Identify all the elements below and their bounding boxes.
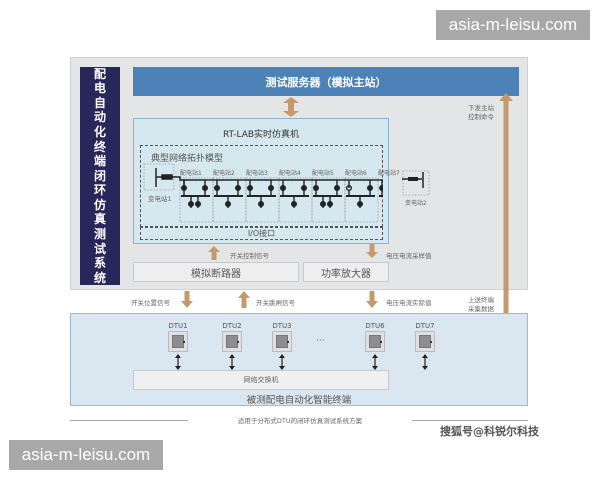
- server-rtlab-double-arrow-icon: [283, 97, 299, 117]
- station-label-2: 配电站2: [213, 170, 235, 177]
- dtu-link-double-arrow-icon: [175, 354, 181, 370]
- dtu-label: DTU6: [365, 322, 385, 330]
- switch-trip-up-arrow-icon: [238, 291, 250, 308]
- sidebar-char: 环: [93, 183, 106, 198]
- switch-control-signal-label: 开关控制信号: [230, 252, 269, 260]
- upload-data-label-1: 上送终端: [468, 296, 494, 304]
- station-label-4: 配电站4: [279, 170, 301, 177]
- network-topology-diagram: [143, 163, 383, 223]
- power-amplifier-box: 功率放大器: [303, 262, 389, 282]
- sidebar-char: 仿: [93, 197, 106, 212]
- topology-title: 典型网络拓扑模型: [151, 154, 224, 164]
- watermark-top-right: asia-m-leisu.com: [436, 10, 590, 40]
- sidebar-char: 闭: [93, 168, 106, 183]
- vi-actual-down-arrow-icon: [366, 291, 378, 308]
- test-server-bar: 测试服务器（模拟主站）: [133, 67, 519, 96]
- vi-sample-label: 电压电流采样值: [386, 252, 432, 260]
- dtu-device-icon: [222, 331, 242, 352]
- figure-caption: 适用于分布式DTU的闭环仿真测试系统方案: [237, 417, 363, 425]
- substation-2-icon: [402, 170, 430, 196]
- dtu-label: DTU7: [415, 322, 435, 330]
- station-label-6: 配电站6: [345, 170, 367, 177]
- switch-trip-signal-label: 开关跳闸信号: [256, 299, 295, 307]
- test-server-title: 测试服务器（模拟主站）: [265, 75, 387, 89]
- sidebar-char: 终: [93, 139, 106, 154]
- switch-control-up-arrow-icon: [208, 246, 220, 260]
- source-credit: 搜狐号@科锐尔科技: [440, 425, 539, 438]
- down-command-label-1: 下发主站: [468, 104, 494, 112]
- sidebar-char: 化: [93, 124, 106, 139]
- power-amplifier-label: 功率放大器: [321, 268, 371, 280]
- rtlab-title: RT-LAB实时仿真机: [222, 130, 300, 140]
- sidebar-char: 真: [93, 212, 106, 227]
- network-switch-label: 网络交换机: [243, 376, 279, 384]
- switch-position-down-arrow-icon: [181, 291, 193, 308]
- dtu-link-double-arrow-icon: [279, 354, 285, 370]
- dtu-device-icon: [168, 331, 188, 352]
- dtu-link-double-arrow-icon: [229, 354, 235, 370]
- down-command-label-2: 控制命令: [468, 113, 494, 121]
- sidebar-char: 自: [93, 95, 106, 110]
- dut-title: 被测配电自动化智能终端: [246, 395, 352, 406]
- sidebar-char: 配: [93, 66, 106, 81]
- sidebar-char: 动: [93, 110, 106, 125]
- dtu-device-icon: [365, 331, 385, 352]
- station-label-7: 配电站7: [378, 170, 400, 177]
- dtu-device-icon: [415, 331, 435, 352]
- io-interface: I/O接口: [140, 227, 383, 240]
- station-label-3: 配电站3: [246, 170, 268, 177]
- server-dut-double-arrow-icon: [499, 93, 513, 321]
- dtu-label: DTU3: [272, 322, 292, 330]
- station-label-1: 配电站1: [180, 170, 202, 177]
- sidebar-char: 统: [93, 270, 106, 285]
- dtu-ellipsis: ···: [316, 336, 325, 346]
- system-title-vertical: 配电自动化终端闭环仿真测试系统: [80, 67, 120, 285]
- sidebar-char: 电: [93, 81, 106, 96]
- vi-actual-label: 电压电流实际值: [386, 299, 432, 307]
- watermark-bottom-left: asia-m-leisu.com: [9, 440, 163, 470]
- simulated-breaker-label: 模拟断路器: [191, 268, 241, 280]
- rtlab-simulator: RT-LAB实时仿真机: [133, 118, 389, 244]
- dtu-label: DTU2: [222, 322, 242, 330]
- network-switch-box: 网络交换机: [133, 370, 389, 390]
- vi-sample-down-arrow-icon: [366, 244, 378, 258]
- dtu-label: DTU1: [168, 322, 188, 330]
- sidebar-char: 试: [93, 241, 106, 256]
- simulated-breaker-box: 模拟断路器: [133, 262, 299, 282]
- caption-line-left: [70, 420, 188, 421]
- substation-2-label: 变电站2: [405, 200, 427, 207]
- dtu-device-icon: [272, 331, 292, 352]
- dtu-link-double-arrow-icon: [422, 354, 428, 370]
- station-label-5: 配电站5: [312, 170, 334, 177]
- upload-data-label-2: 采集数据: [468, 305, 494, 313]
- substation-1-label: 变电站1: [148, 195, 172, 203]
- sidebar-char: 端: [93, 154, 106, 169]
- io-interface-label: I/O接口: [247, 229, 276, 238]
- sidebar-char: 测: [93, 227, 106, 242]
- sidebar-char: 系: [93, 256, 106, 271]
- dut-panel: [70, 313, 528, 406]
- switch-position-signal-label: 开关位置信号: [131, 299, 170, 307]
- dtu-link-double-arrow-icon: [372, 354, 378, 370]
- caption-line-right: [412, 420, 528, 421]
